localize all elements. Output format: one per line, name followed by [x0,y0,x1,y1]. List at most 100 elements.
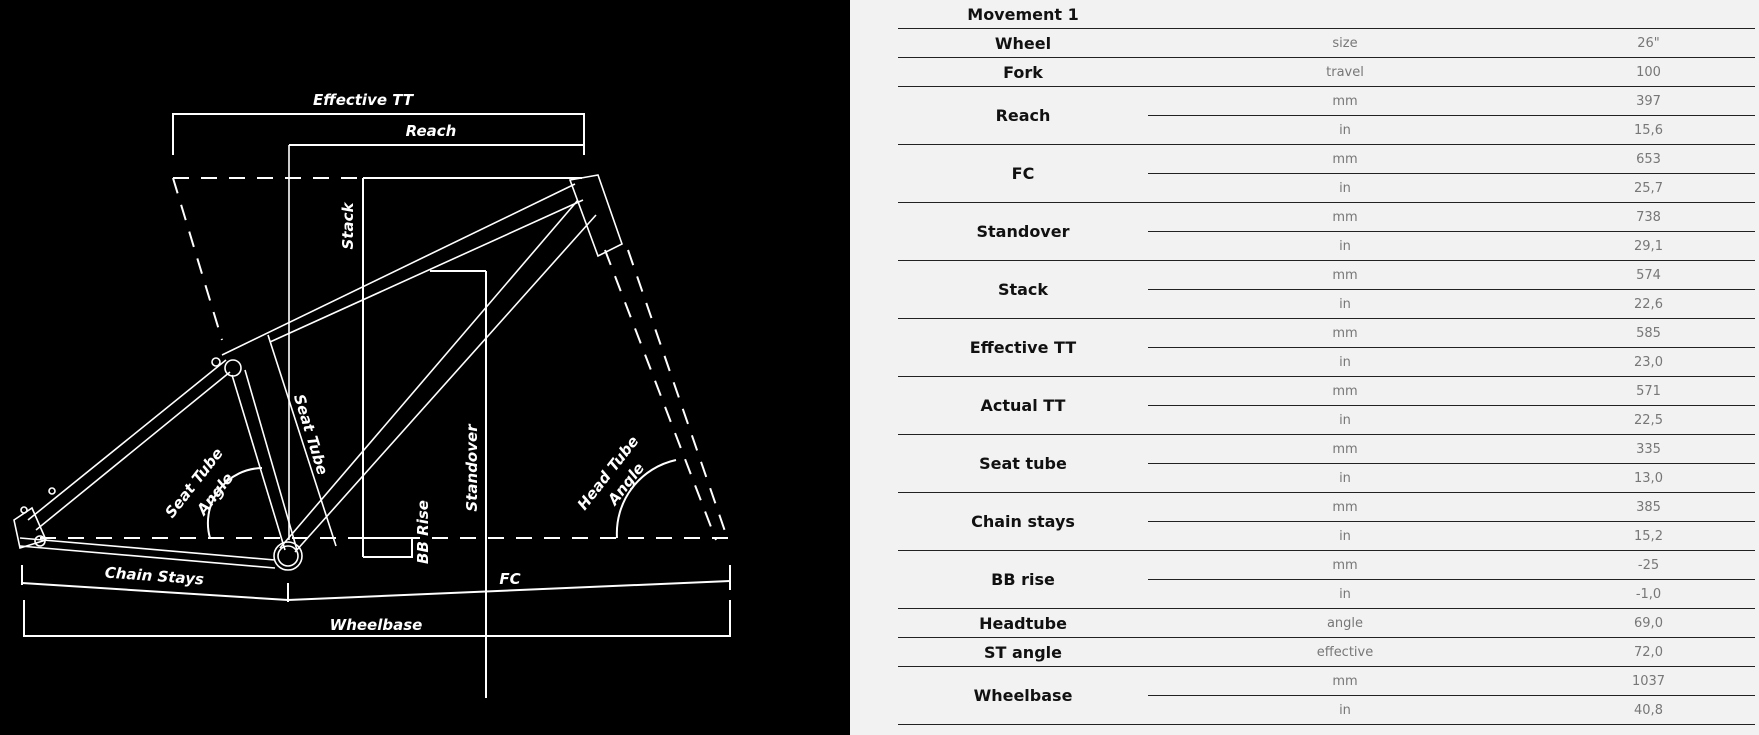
param-unit: in [1148,347,1542,377]
param-unit: in [1148,231,1542,261]
bb-rise-dimension [363,537,413,558]
param-value: 13,0 [1542,463,1755,493]
param-value: 1037 [1542,666,1755,696]
param-unit: mm [1148,86,1542,116]
param-value: 40,8 [1542,695,1755,725]
reach-label: Reach [406,122,457,140]
param-name: Chain stays [898,492,1148,551]
param-value: 22,6 [1542,289,1755,319]
param-value: 26" [1542,28,1755,58]
param-value: 574 [1542,260,1755,290]
param-unit: mm [1148,144,1542,174]
param-unit: in [1148,173,1542,203]
param-unit: in [1148,521,1542,551]
geometry-diagram: Effective TT Reach Stack Seat Tube Stand… [13,91,731,698]
param-unit: angle [1148,608,1542,638]
param-value: -25 [1542,550,1755,580]
param-value: 585 [1542,318,1755,348]
geometry-diagram-panel: Effective TT Reach Stack Seat Tube Stand… [0,0,850,735]
wheelbase-label: Wheelbase [330,616,423,634]
param-value: 15,6 [1542,115,1755,145]
param-value: 29,1 [1542,231,1755,261]
param-unit: mm [1148,202,1542,232]
chain-stays-dimension [21,565,289,602]
param-value: 100 [1542,57,1755,87]
param-name: Reach [898,86,1148,145]
param-unit: mm [1148,318,1542,348]
param-unit: in [1148,289,1542,319]
param-name: Headtube [898,608,1148,638]
param-name: Wheel [898,28,1148,58]
param-unit: mm [1148,666,1542,696]
param-unit: effective [1148,637,1542,667]
bb-rise-label: BB Rise [414,500,432,564]
param-unit: mm [1148,550,1542,580]
param-value: 397 [1542,86,1755,116]
param-name: Effective TT [898,318,1148,377]
param-unit: in [1148,115,1542,145]
standover-label: Standover [463,423,481,512]
param-name: FC [898,144,1148,203]
param-unit: size [1148,28,1542,58]
effective-tt-label: Effective TT [313,91,415,109]
param-value: 72,0 [1542,637,1755,667]
seat-tube-angle-arc [206,467,263,539]
param-name: Seat tube [898,434,1148,493]
param-unit: mm [1148,260,1542,290]
param-value: 15,2 [1542,521,1755,551]
param-name: ST angle [898,637,1148,667]
standover-line [430,270,487,698]
stack-line [362,177,582,557]
param-value: 22,5 [1542,405,1755,435]
param-unit: mm [1148,434,1542,464]
param-unit: travel [1148,57,1542,87]
param-value: -1,0 [1542,579,1755,609]
param-value: 25,7 [1542,173,1755,203]
param-value: 385 [1542,492,1755,522]
param-name: Actual TT [898,376,1148,435]
param-unit: in [1148,579,1542,609]
model-name: Movement 1 [898,0,1148,29]
param-value: 23,0 [1542,347,1755,377]
param-value: 738 [1542,202,1755,232]
table-row: in-1,0 [898,579,1755,609]
param-unit: in [1148,463,1542,493]
effective-tt-dimension [172,113,585,155]
param-unit: mm [1148,376,1542,406]
param-unit: in [1148,695,1542,725]
fc-dimension [287,565,731,601]
fc-label: FC [499,570,520,588]
table-model-row: Movement 1 [898,0,1755,29]
param-name: Standover [898,202,1148,261]
param-unit: in [1148,405,1542,435]
chain-stays-label: Chain Stays [104,564,204,589]
param-value: 653 [1542,144,1755,174]
bike-frame [13,174,623,571]
wheelbase-dimension [23,600,731,637]
head-tube-angle-arc [615,459,677,539]
param-value: 571 [1542,376,1755,406]
